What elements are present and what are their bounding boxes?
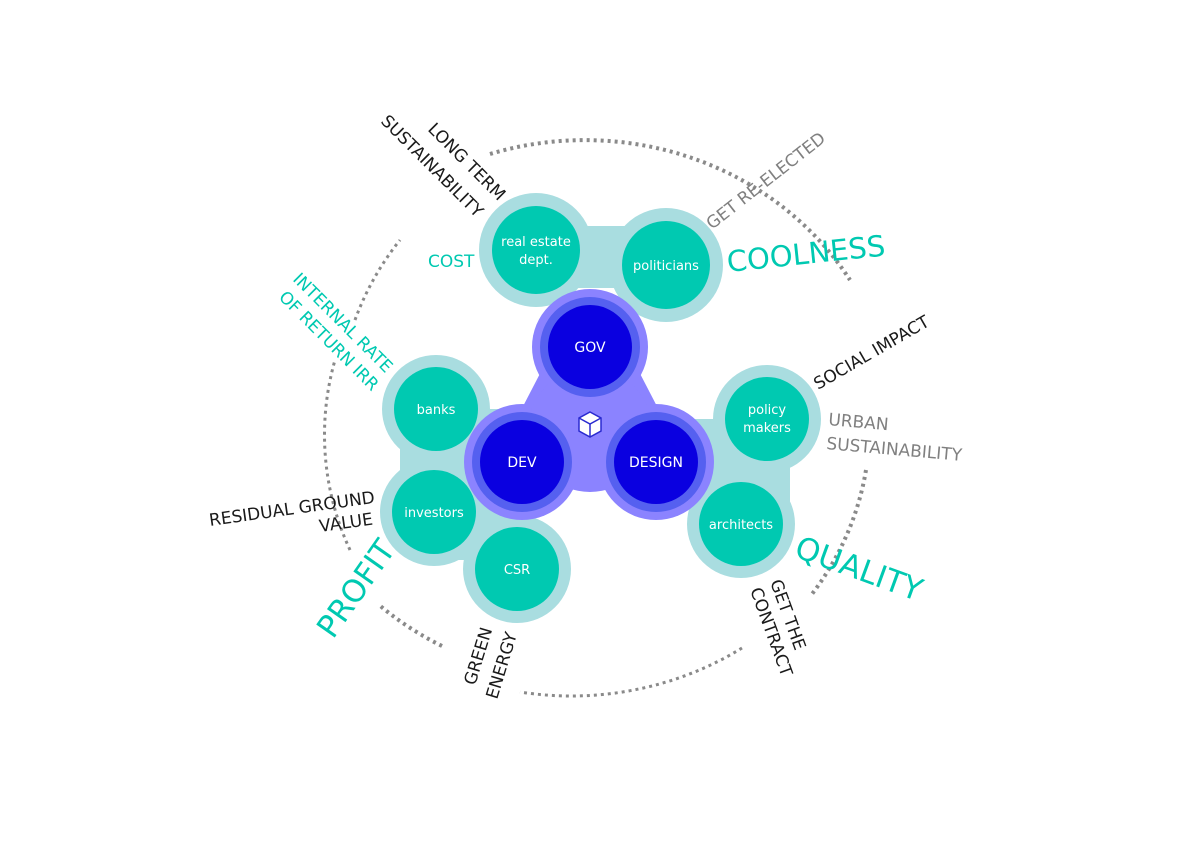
- core-nodes: GOV DEV DESIGN: [472, 297, 706, 512]
- dev-label: DEV: [507, 455, 537, 471]
- real-estate-label-2: dept.: [519, 253, 553, 268]
- ring-arc-left: [323, 359, 352, 551]
- cost-label: COST: [428, 252, 475, 272]
- get-reelected-label: GET RE-ELECTED: [703, 129, 830, 234]
- real-estate-label-1: real estate: [501, 235, 571, 250]
- csr-circle: [475, 527, 559, 611]
- dev-fill: [480, 420, 564, 504]
- policy-makers-circle: [725, 377, 809, 461]
- architects-circle: [699, 482, 783, 566]
- ring-arc-top: [489, 138, 852, 282]
- architects-label: architects: [709, 518, 773, 533]
- policy-makers-label-1: policy: [748, 403, 787, 418]
- ring-arc-bottom: [519, 646, 743, 698]
- politicians-node[interactable]: politicians: [622, 221, 710, 309]
- profit-label: PROFIT: [310, 533, 404, 645]
- real-estate-node[interactable]: real estate dept.: [492, 206, 580, 294]
- design-node[interactable]: DESIGN: [606, 412, 706, 512]
- investors-label: investors: [404, 506, 464, 521]
- politicians-circle: [622, 221, 710, 309]
- gov-label: GOV: [574, 340, 606, 356]
- urban-label-1: URBAN: [828, 410, 890, 435]
- investors-circle: [392, 470, 476, 554]
- ring-arc-bottom-left: [376, 602, 443, 648]
- coolness-label: COOLNESS: [725, 229, 887, 279]
- urban-label-2: SUSTAINABILITY: [826, 434, 964, 466]
- ring-arc-upper-left: [353, 239, 402, 321]
- banks-circle: [394, 367, 478, 451]
- gov-fill: [548, 305, 632, 389]
- policy-makers-node[interactable]: policy makers: [725, 377, 809, 461]
- outer-ring: [323, 138, 868, 698]
- design-label: DESIGN: [629, 455, 683, 471]
- cube-icon: [578, 411, 602, 438]
- csr-label: CSR: [504, 563, 530, 578]
- politicians-label: politicians: [633, 259, 699, 274]
- architects-node[interactable]: architects: [699, 482, 783, 566]
- banks-node[interactable]: banks: [394, 367, 478, 451]
- csr-node[interactable]: CSR: [475, 527, 559, 611]
- design-fill: [614, 420, 698, 504]
- stakeholder-nodes: real estate dept. politicians banks inve…: [392, 206, 809, 611]
- dev-node[interactable]: DEV: [472, 412, 572, 512]
- gov-node[interactable]: GOV: [540, 297, 640, 397]
- quality-label: QUALITY: [790, 530, 927, 609]
- policy-makers-label-2: makers: [743, 421, 791, 436]
- real-estate-circle: [492, 206, 580, 294]
- social-impact-label: SOCIAL IMPACT: [811, 312, 934, 395]
- banks-label: banks: [417, 403, 456, 418]
- investors-node[interactable]: investors: [392, 470, 476, 554]
